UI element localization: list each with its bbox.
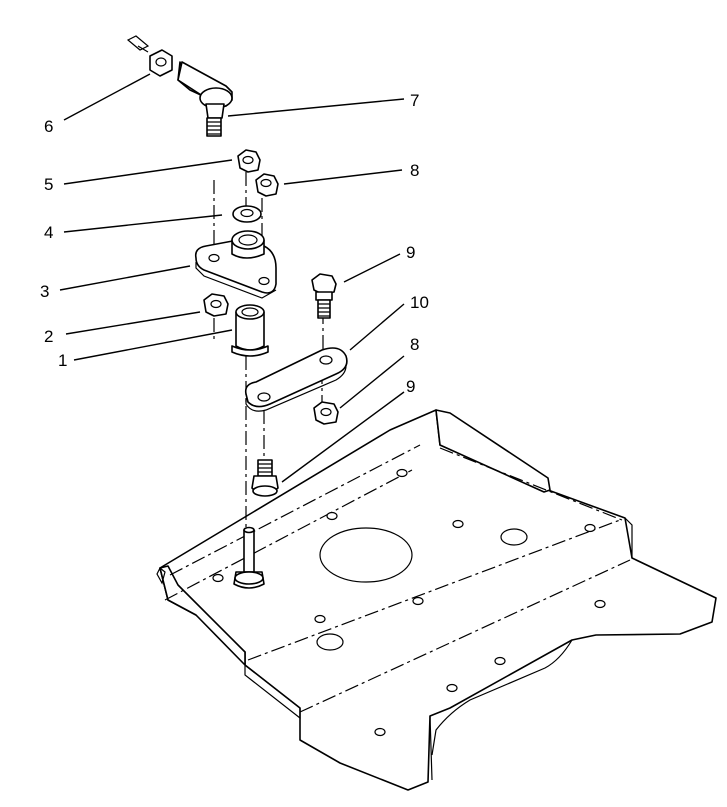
callout-3: 3 [40,282,49,301]
leader-8a [283,169,403,185]
pivot-plate [194,230,277,299]
callout-9-upper: 9 [406,243,415,262]
callout-7: 7 [410,91,419,110]
callout-9-lower: 9 [406,377,415,396]
callout-4: 4 [44,223,53,242]
lock-nut-8-upper [255,173,279,197]
lock-nut-8-lower [313,401,339,425]
callout-5: 5 [44,175,53,194]
pivot-stud [233,526,265,589]
bolt-9-lower [251,459,279,497]
leader-9b [281,391,405,483]
leader-1 [73,329,233,361]
washer [232,205,262,223]
leader-lines [59,73,405,483]
base-plate [156,409,717,791]
ball-joint [177,61,233,137]
leader-10 [349,303,405,351]
nut-2 [203,293,229,317]
link-plate [244,347,348,412]
leader-2 [65,311,201,335]
leader-5 [63,159,233,185]
leader-6 [63,73,151,121]
leader-8b [339,355,405,409]
leader-9a [343,253,401,283]
lock-nut-5 [237,149,261,173]
callout-8-lower: 8 [410,335,419,354]
bolt-9-upper [311,273,337,319]
jam-nut [126,35,173,77]
leader-3 [59,265,191,291]
callout-6: 6 [44,117,53,136]
callout-labels: 1 2 3 4 5 6 7 8 9 10 8 9 [40,91,429,396]
callout-1: 1 [58,351,67,370]
spacer-bushing [231,304,269,357]
callout-8-upper: 8 [410,161,419,180]
leader-7 [227,98,405,117]
callout-2: 2 [44,327,53,346]
leader-4 [63,214,223,233]
callout-10: 10 [410,293,429,312]
